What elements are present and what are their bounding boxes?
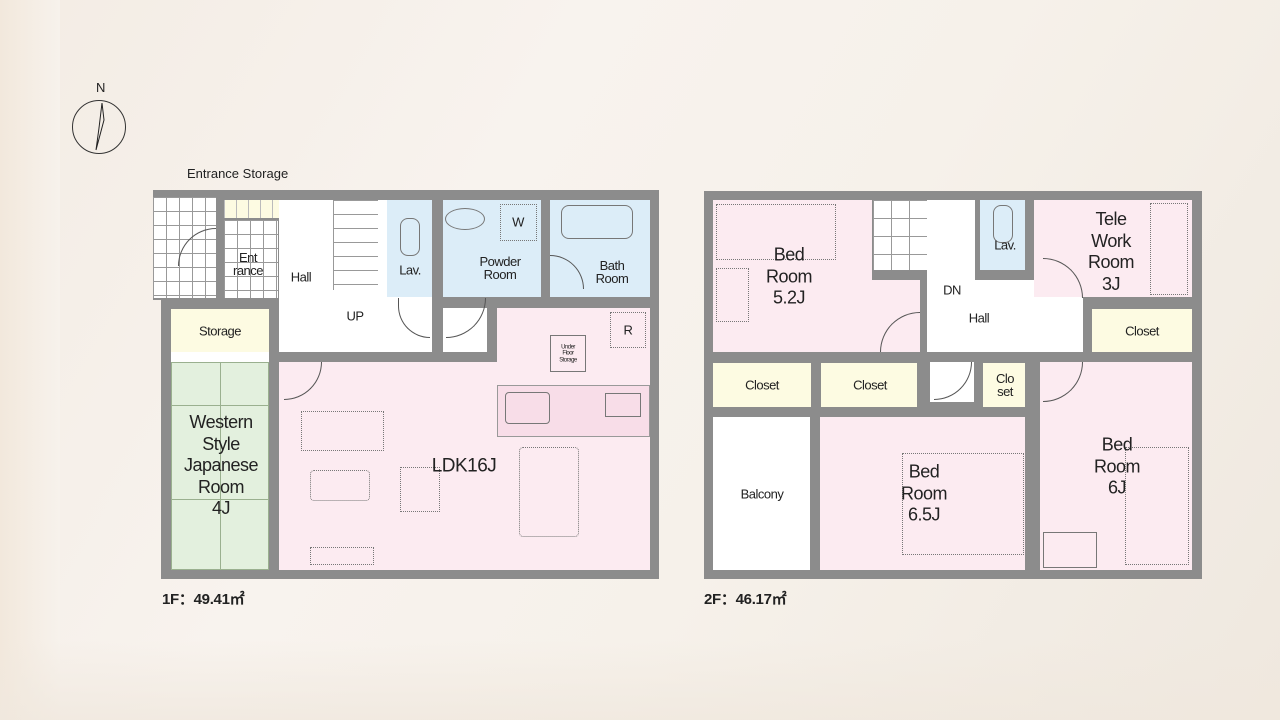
closet-2 <box>821 363 917 407</box>
label-closet-2: Closet <box>853 377 887 393</box>
stairs-1f <box>333 200 378 290</box>
bedroom-6j <box>1040 362 1192 570</box>
japanese-room <box>171 362 269 570</box>
bedroom-6-5j <box>820 417 1025 570</box>
label-lav-1f: Lav. <box>399 262 421 278</box>
label-powder-room: Powder Room <box>479 254 521 282</box>
north-compass <box>72 100 126 154</box>
desk-icon <box>1043 532 1097 568</box>
basin-icon <box>445 208 485 230</box>
closet-4 <box>1092 309 1192 352</box>
label-entrance-storage: Entrance Storage <box>187 166 289 181</box>
label-lav-2f: Lav. <box>994 237 1016 253</box>
background-decor <box>0 640 1280 720</box>
sink-icon <box>505 392 550 424</box>
tv-stand-icon <box>310 547 374 565</box>
stairs-2f <box>873 200 927 270</box>
storage-shelf <box>171 352 269 362</box>
label-closet-3: Clo set <box>995 371 1015 399</box>
bathtub-icon <box>561 205 633 239</box>
label-closet-4: Closet <box>1125 323 1159 339</box>
label-balcony: Balcony <box>740 486 784 502</box>
label-up: UP <box>346 308 364 324</box>
compass-needle-icon <box>95 102 105 151</box>
label-fridge: R <box>623 322 633 338</box>
lavatory-2f <box>980 200 1025 270</box>
compass-north-label: N <box>96 80 106 95</box>
label-japanese-room: Western Style Japanese Room 4J <box>183 412 259 519</box>
balcony <box>713 417 810 570</box>
toilet-icon <box>400 218 420 256</box>
label-under-floor-storage: Under Floor Storage <box>559 344 577 364</box>
closet-1 <box>713 363 811 407</box>
label-dn: DN <box>943 282 961 298</box>
desk-icon <box>716 268 749 322</box>
dining-table-icon <box>519 447 579 537</box>
entrance <box>224 220 278 298</box>
bed-icon <box>716 204 836 260</box>
storage <box>171 309 269 352</box>
background-decor <box>0 0 60 720</box>
bed-icon <box>902 453 1024 555</box>
label-closet-1: Closet <box>745 377 779 393</box>
chair-icon <box>400 467 440 512</box>
bedroom-5-2j <box>713 200 872 352</box>
label-hall-1f: Hall <box>290 269 312 285</box>
sofa-icon <box>301 411 384 451</box>
label-telework-room: Tele Work Room 3J <box>1087 208 1135 294</box>
under-floor-storage-box <box>550 335 586 372</box>
table-icon <box>310 470 370 501</box>
fridge-box <box>610 312 646 348</box>
ldk-kitchen <box>497 308 650 364</box>
label-bedroom-5-2j: Bed Room 5.2J <box>765 244 813 308</box>
label-hall-2f: Hall <box>968 310 990 326</box>
closet-3 <box>983 363 1025 407</box>
desk-icon <box>1150 203 1188 295</box>
label-bedroom-6j: Bed Room 6J <box>1093 434 1141 498</box>
label-entrance: Ent rance <box>232 250 264 278</box>
label-bedroom-6-5j: Bed Room 6.5J <box>900 461 948 525</box>
lavatory-1f <box>387 200 432 297</box>
label-storage: Storage <box>198 323 242 339</box>
label-ldk: LDK16J <box>431 455 497 477</box>
label-washer: W <box>512 214 524 230</box>
label-bath-room: Bath Room <box>595 258 629 286</box>
toilet-icon <box>993 205 1013 243</box>
floor1-area: 1F：49.41㎡ <box>162 591 245 608</box>
washer-box <box>500 204 537 241</box>
floor2-area: 2F：46.17㎡ <box>704 591 787 608</box>
bed-icon <box>1125 447 1189 565</box>
stove-icon <box>605 393 641 417</box>
